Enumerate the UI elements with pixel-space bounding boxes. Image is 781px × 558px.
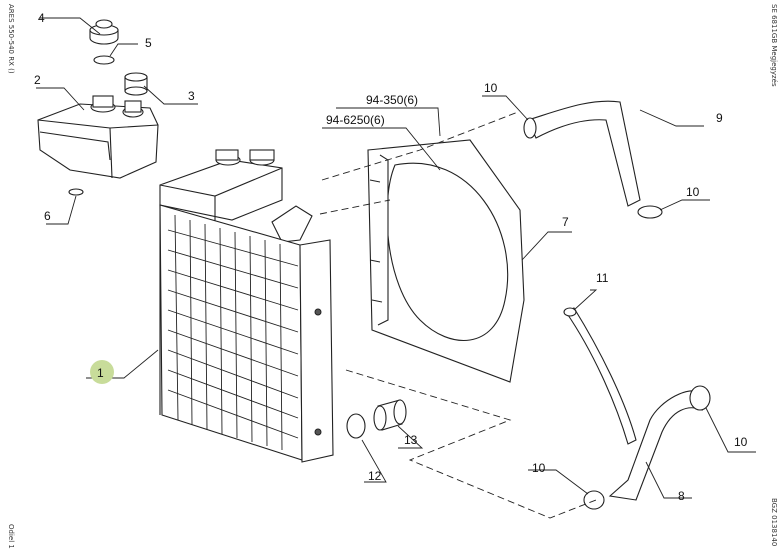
leader-10c [705,407,756,453]
leader-10a [482,95,529,121]
leader-9 [639,109,704,127]
o-ring [93,55,115,65]
callout-6: 6 [44,209,51,223]
leader-5 [109,43,138,57]
fan-shroud [367,139,525,383]
overflow-pipe [565,307,637,445]
callout-10-lower-left: 10 [532,461,546,475]
assembly-guideline [345,369,597,519]
leader-10d [528,469,589,495]
reference-94-6250: 94-6250(6) [326,113,385,127]
leader-ref-b [322,127,441,171]
leader-7 [521,231,572,261]
expansion-tank [37,95,159,179]
leader-8 [645,461,692,499]
leader-13 [397,425,424,449]
callout-11: 11 [596,271,609,285]
callout-13: 13 [404,433,418,447]
tank-cap [89,19,119,45]
side-label-right-top: SE 6811GB Megjegyzés [770,4,778,87]
upper-hose [527,100,641,207]
washer [68,188,84,196]
sleeve [373,399,407,431]
radiator [159,149,334,463]
hose-clamp [523,117,537,139]
filler-cap [124,72,148,96]
callout-1: 1 [97,366,104,380]
callout-4: 4 [38,11,45,25]
callout-3: 3 [188,89,195,103]
reference-94-350: 94-350(6) [366,93,418,107]
leader-4 [40,17,101,35]
callout-2: 2 [34,73,41,87]
callout-9: 9 [716,111,723,125]
hose-clamp [689,385,711,411]
leader-ref-a [336,107,441,137]
leader-10b [659,199,710,211]
side-label-right-bottom: BGZ 0138140 [770,498,778,546]
leader-6 [46,195,77,225]
callout-7: 7 [562,215,569,229]
callout-10-upper-right: 10 [686,185,700,199]
assembly-guideline [321,111,519,181]
callout-10-upper-left: 10 [484,81,498,95]
hose-clamp [637,205,663,219]
leader-2 [36,87,85,111]
leader-3 [143,85,198,105]
callout-5: 5 [145,36,152,50]
callout-12: 12 [368,469,382,483]
side-label-left-bottom: Odiel 1 [7,524,15,549]
side-label-left-top: ARES 550-540 RX () [7,4,15,74]
pipe-end [563,307,577,317]
callout-10-lower-right: 10 [734,435,748,449]
leader-12 [361,439,387,483]
hose-clamp [583,490,605,510]
clamp-ring [346,413,366,439]
leader-11 [573,289,598,311]
assembly-guideline [319,199,391,215]
radiator-core-grid [167,214,299,451]
callout-1-highlight [90,360,114,384]
callout-8: 8 [678,489,685,503]
